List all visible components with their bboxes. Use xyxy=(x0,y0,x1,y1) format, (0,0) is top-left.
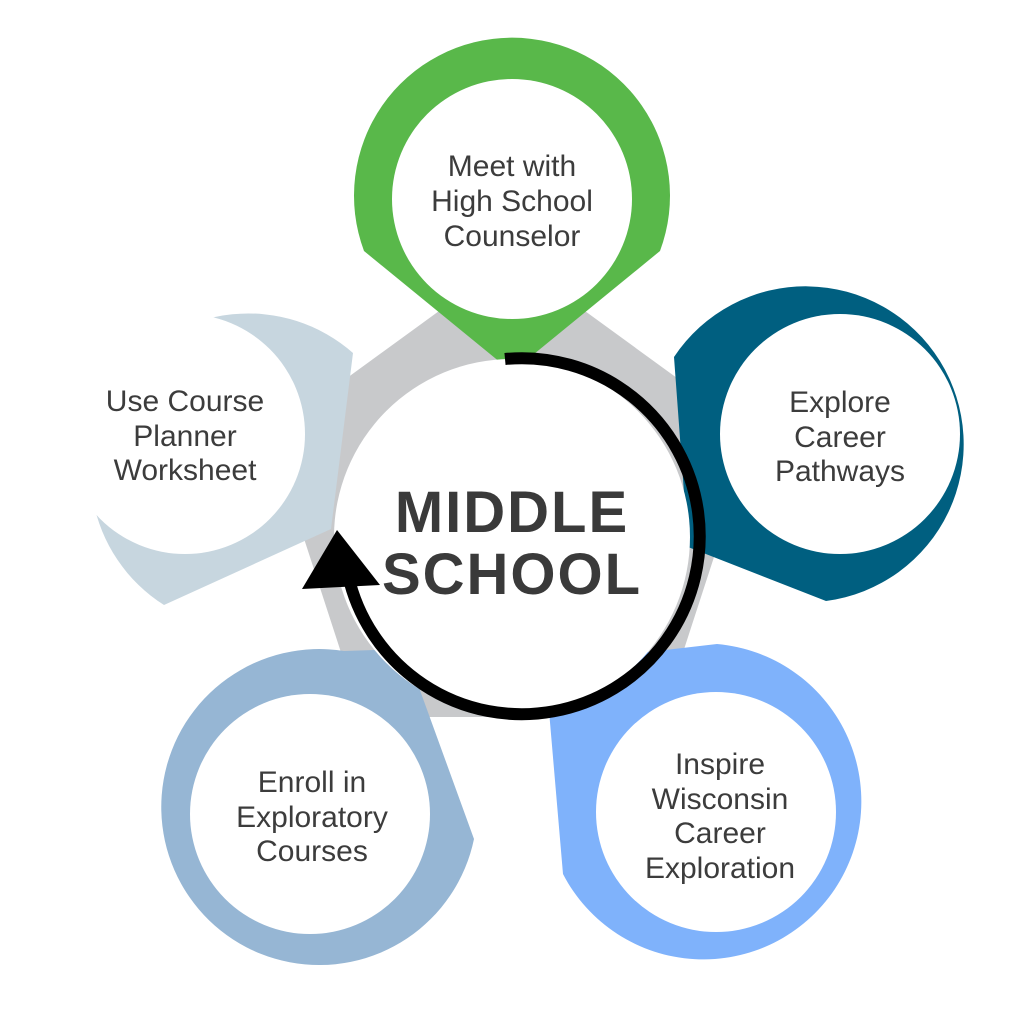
node-label-meet-counselor: Meet with High School Counselor xyxy=(431,150,593,253)
node-label-line: Exploratory xyxy=(236,801,388,834)
node-inner-meet-counselor xyxy=(392,79,632,319)
center-label-line-1: MIDDLE xyxy=(395,480,629,545)
node-label-line: Career xyxy=(674,817,766,850)
node-inner-course-planner xyxy=(65,314,305,554)
node-inner-enroll-exploratory xyxy=(190,694,430,934)
node-label-explore-pathways: Explore Career Pathways xyxy=(775,386,905,488)
node-label-line: High School xyxy=(431,185,593,218)
node-inner-circles xyxy=(65,79,960,934)
node-label-line: Wisconsin xyxy=(652,783,789,816)
node-label-line: Planner xyxy=(133,420,236,453)
node-label-line: Counselor xyxy=(444,220,581,253)
center-circle xyxy=(334,359,690,715)
node-label-inspire-wisconsin: Inspire Wisconsin Career Exploration xyxy=(645,748,795,885)
node-label-line: Use Course xyxy=(106,385,264,418)
node-label-course-planner: Use Course Planner Worksheet xyxy=(106,385,264,487)
cycle-arrowhead xyxy=(302,530,380,589)
node-inner-inspire-wisconsin xyxy=(596,692,836,932)
node-label-line: Enroll in xyxy=(258,766,366,799)
cycle-arrow-arc xyxy=(342,352,706,721)
node-label-line: Meet with xyxy=(448,150,576,183)
node-inner-explore-pathways xyxy=(720,314,960,554)
node-label-line: Explore xyxy=(789,386,891,419)
node-label-line: Worksheet xyxy=(114,454,258,487)
node-label-line: Courses xyxy=(256,835,368,868)
node-label-enroll-exploratory: Enroll in Exploratory Courses xyxy=(236,766,388,868)
node-label-line: Inspire xyxy=(675,748,765,781)
node-label-line: Career xyxy=(794,421,886,454)
center-label-line-2: SCHOOL xyxy=(382,542,642,607)
node-label-line: Exploration xyxy=(645,852,795,885)
node-label-line: Pathways xyxy=(775,455,905,488)
